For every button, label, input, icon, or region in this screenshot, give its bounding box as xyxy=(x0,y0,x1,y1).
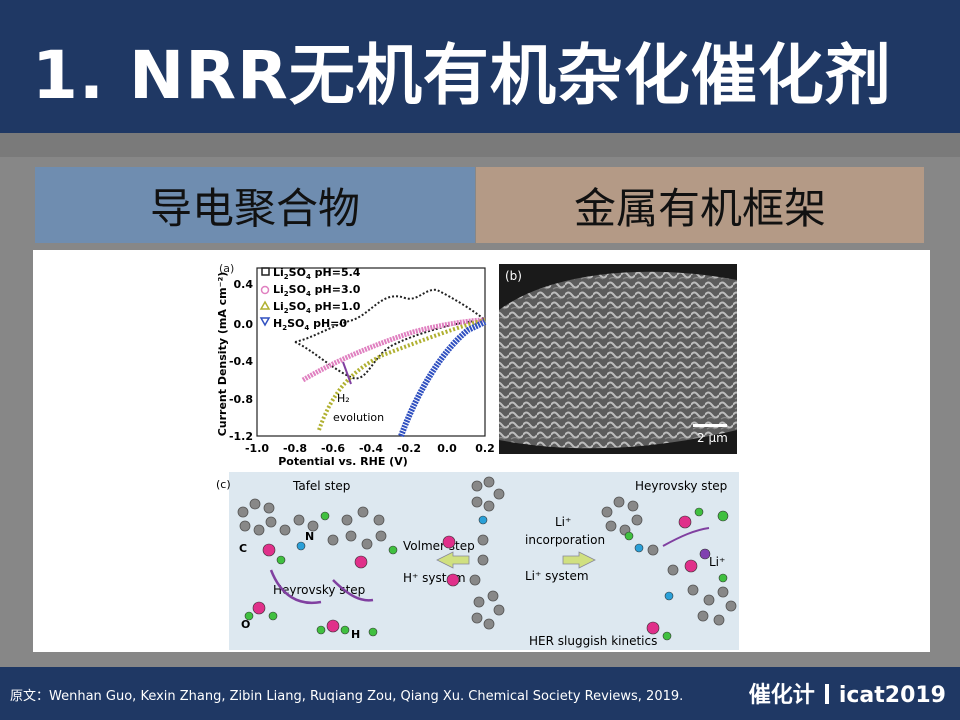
slide-title: 1. NRR无机有机杂化催化剂 xyxy=(32,37,892,114)
panel-a-label: (a) xyxy=(219,262,234,275)
curve-pH3-0 xyxy=(301,317,486,383)
figure-panel: (a) 0.4 0.0 -0.4 -0.8 -1.2 -1.0 -0.8 -0.… xyxy=(33,250,930,652)
li-plus-right: Li⁺ xyxy=(709,555,725,569)
tab-conductive-polymer[interactable]: 导电聚合物 xyxy=(35,167,475,243)
brand-right: icat2019 xyxy=(838,683,946,708)
legend-marker-down-triangle xyxy=(259,317,271,327)
ytick-5: -1.2 xyxy=(229,430,253,443)
molecule-center xyxy=(469,476,505,630)
brand-divider xyxy=(824,684,829,704)
panel-a-yticks: 0.4 0.0 -0.4 -0.8 -1.2 xyxy=(229,278,253,443)
curve-pH5-4-upper xyxy=(294,288,486,343)
divider-strip xyxy=(0,133,960,157)
h2-arrow xyxy=(342,361,352,385)
heyrovsky-step-left: Heyrovsky step xyxy=(273,583,365,597)
xtick-4: -0.4 xyxy=(359,442,383,455)
atoms-colored xyxy=(244,507,729,641)
her-sluggish: HER sluggish kinetics xyxy=(529,634,657,648)
curve-pH0 xyxy=(398,319,487,438)
legend-4: H2SO4 pH=0 xyxy=(273,317,347,332)
legend-2: Li2SO4 pH=3.0 xyxy=(273,283,361,298)
arrow-right xyxy=(562,551,596,569)
panel-a-frame xyxy=(256,267,486,437)
brand-logo: 催化计 icat2019 xyxy=(749,677,946,709)
atom-h: H xyxy=(351,628,360,641)
annotation-h2: H₂ xyxy=(337,392,350,405)
molecule-right xyxy=(601,496,737,626)
xtick-3: -0.6 xyxy=(321,442,345,455)
ytick-4: -0.8 xyxy=(229,393,253,406)
atom-o: O xyxy=(241,618,250,631)
li-plus-top: Li⁺ xyxy=(555,515,571,529)
atom-n: N xyxy=(305,530,314,543)
header-bar: 1. NRR无机有机杂化催化剂 xyxy=(0,0,960,133)
li-incorporation: incorporation xyxy=(525,533,605,547)
panel-a-xlabel: Potential vs. RHE (V) xyxy=(278,455,408,468)
legend-marker-triangle xyxy=(259,300,271,310)
curved-arrow-left xyxy=(269,569,322,605)
tab-label-left: 导电聚合物 xyxy=(149,183,360,233)
footer-bar: 原文：Wenhan Guo, Kexin Zhang, Zibin Liang,… xyxy=(0,667,960,720)
tafel-step: Tafel step xyxy=(292,479,350,493)
panel-a-ylabel: Current Density (mA cm⁻²) xyxy=(216,272,229,437)
panel-c-label: (c) xyxy=(216,478,231,491)
sem-image xyxy=(499,271,737,449)
panel-b-label: (b) xyxy=(505,269,522,283)
ytick-1: 0.4 xyxy=(234,278,254,291)
xtick-7: 0.2 xyxy=(475,442,495,455)
figure-svg: (a) 0.4 0.0 -0.4 -0.8 -1.2 -1.0 -0.8 -0.… xyxy=(216,262,739,650)
tab-label-right: 金属有机框架 xyxy=(573,183,826,233)
panel-a-xticks: -1.0 -0.8 -0.6 -0.4 -0.2 0.0 0.2 xyxy=(245,442,495,455)
xtick-1: -1.0 xyxy=(245,442,269,455)
scale-bar xyxy=(693,424,727,427)
ytick-2: 0.0 xyxy=(234,318,254,331)
citation: 原文：Wenhan Guo, Kexin Zhang, Zibin Liang,… xyxy=(10,689,684,704)
legend-marker-square xyxy=(261,267,270,276)
legend-marker-circle xyxy=(260,285,270,295)
atom-c: C xyxy=(239,542,247,555)
molecule-left xyxy=(237,498,387,550)
brand-left: 催化计 xyxy=(748,683,815,708)
curve-pH1-0 xyxy=(317,318,486,431)
xtick-5: -0.2 xyxy=(397,442,421,455)
xtick-6: 0.0 xyxy=(437,442,457,455)
arrow-left xyxy=(436,551,470,569)
ytick-3: -0.4 xyxy=(229,355,253,368)
annotation-evolution: evolution xyxy=(333,411,384,424)
heyrovsky-step-right: Heyrovsky step xyxy=(635,479,727,493)
legend-3: Li2SO4 pH=1.0 xyxy=(273,300,361,315)
curved-arrow-right xyxy=(332,579,374,602)
legend-1: Li2SO4 pH=5.4 xyxy=(273,266,361,281)
xtick-2: -0.8 xyxy=(283,442,307,455)
curved-arrow-hey xyxy=(662,527,710,547)
li-system: Li⁺ system xyxy=(525,569,589,583)
panel-a-legend: Li2SO4 pH=5.4 Li2SO4 pH=3.0 Li2SO4 pH=1.… xyxy=(259,266,361,332)
scale-label: 2 μm xyxy=(697,431,728,445)
tab-metal-organic-framework[interactable]: 金属有机框架 xyxy=(476,167,924,243)
volmer-step: Volmer step xyxy=(403,539,475,553)
